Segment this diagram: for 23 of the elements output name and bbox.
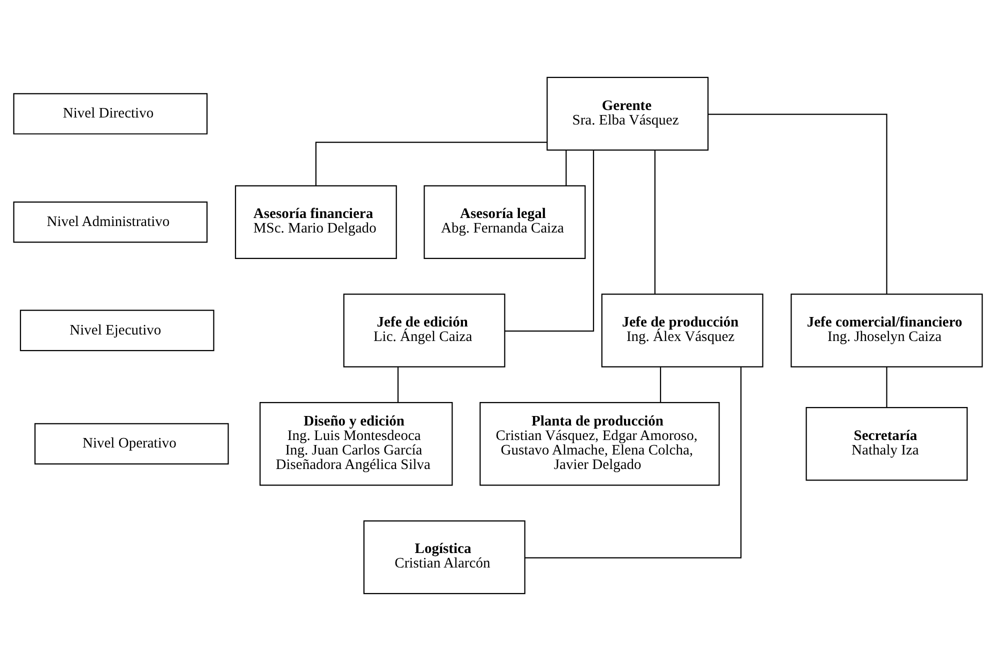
node-box: Logística Cristian Alarcón	[362, 520, 525, 594]
connector	[708, 114, 887, 294]
connector	[524, 367, 741, 558]
connector	[654, 150, 655, 294]
connector	[396, 366, 398, 402]
node-box: Gerente Sra. Elba Vásquez	[546, 76, 708, 151]
node-box: Nivel Operativo	[34, 423, 228, 465]
connector	[886, 366, 887, 408]
node-box: Nivel Directivo	[12, 93, 208, 134]
connector	[565, 150, 566, 186]
node-box: Diseño y edición Ing. Luis Montesdeoca Ing. Juan Carlos García Diseñadora Angélica Silva	[259, 402, 452, 486]
node-box: Nivel Ejecutivo	[19, 310, 214, 352]
node-box: Jefe de edición Lic. Ángel Caiza	[342, 294, 505, 368]
node-box: Jefe de producción Ing. Álex Vásquez	[600, 294, 763, 368]
connector	[314, 142, 546, 186]
node-box: Asesoría legal Abg. Fernanda Caiza	[423, 185, 586, 259]
node-box: Asesoría financiera MSc. Mario Delgado	[234, 185, 396, 259]
connector	[504, 150, 594, 332]
node-box: Nivel Administrativo	[12, 201, 208, 243]
connector	[659, 366, 661, 402]
node-box: Secretaría Nathaly Iza	[805, 407, 968, 481]
node-box: Jefe comercial/financiero Ing. Jhoselyn Caiza	[790, 294, 982, 368]
node-box: Planta de producción Cristian Vásquez, Edgar Amoroso, Gustavo Almache, Elena Colcha, Javier Delgado	[479, 402, 720, 486]
